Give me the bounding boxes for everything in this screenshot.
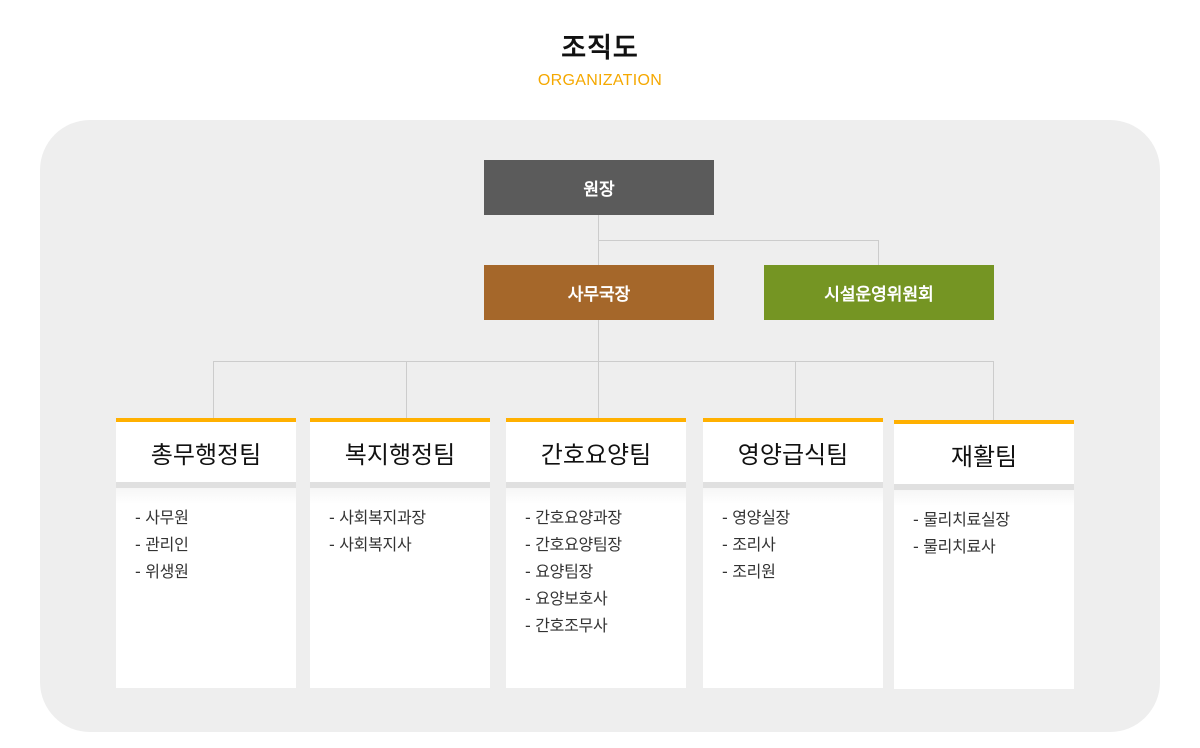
team-card-header: 재활팀	[894, 424, 1074, 490]
team-card-general-affairs: 총무행정팀 - 사무원 - 관리인 - 위생원	[116, 418, 296, 688]
team-member: - 요양팀장	[525, 562, 593, 581]
connector-team-2	[406, 361, 407, 418]
team-member: - 조리사	[722, 535, 776, 554]
team-member: - 사무원	[135, 508, 189, 527]
committee-label: 시설운영위원회	[824, 285, 934, 305]
connector-committee-down	[878, 240, 879, 265]
team-card-header: 복지행정팀	[310, 422, 490, 488]
page-subtitle: ORGANIZATION	[537, 72, 663, 89]
secretary-general-label: 사무국장	[567, 285, 631, 305]
team-member: - 물리치료실장	[913, 510, 1010, 529]
director-label: 원장	[583, 180, 615, 200]
connector-team-1	[213, 361, 214, 418]
team-member-list: - 사무원 - 관리인 - 위생원	[135, 504, 296, 585]
team-member-list: - 사회복지과장 - 사회복지사	[329, 504, 490, 558]
team-member: - 간호조무사	[525, 616, 608, 635]
director-box: 원장	[484, 160, 714, 215]
team-member: - 사회복지과장	[329, 508, 426, 527]
team-card-rehabilitation: 재활팀 - 물리치료실장 - 물리치료사	[894, 420, 1074, 689]
team-card-nursing-care: 간호요양팀 - 간호요양과장 - 간호요양팀장 - 요양팀장 - 요양보호사 -…	[506, 418, 686, 688]
team-card-body: - 사무원 - 관리인 - 위생원	[116, 488, 296, 688]
team-member-list: - 물리치료실장 - 물리치료사	[913, 506, 1074, 560]
team-card-body: - 간호요양과장 - 간호요양팀장 - 요양팀장 - 요양보호사 - 간호조무사	[506, 488, 686, 688]
secretary-general-box: 사무국장	[484, 265, 714, 320]
team-member: - 간호요양과장	[525, 508, 622, 527]
team-card-header: 총무행정팀	[116, 422, 296, 488]
team-member: - 요양보호사	[525, 589, 608, 608]
team-member: - 사회복지사	[329, 535, 412, 554]
team-member: - 관리인	[135, 535, 189, 554]
team-member-list: - 영양실장 - 조리사 - 조리원	[722, 504, 883, 585]
team-card-body: - 물리치료실장 - 물리치료사	[894, 490, 1074, 689]
team-card-header: 간호요양팀	[506, 422, 686, 488]
connector-team-4	[795, 361, 796, 418]
team-card-body: - 영양실장 - 조리사 - 조리원	[703, 488, 883, 688]
team-member: - 조리원	[722, 562, 776, 581]
team-member: - 영양실장	[722, 508, 790, 527]
connector-team-5	[993, 361, 994, 420]
connector-teams-h	[213, 361, 994, 362]
committee-box: 시설운영위원회	[764, 265, 994, 320]
team-member: - 간호요양팀장	[525, 535, 622, 554]
team-member: - 위생원	[135, 562, 189, 581]
connector-director-committee-h	[598, 240, 879, 241]
team-card-header: 영양급식팀	[703, 422, 883, 488]
team-card-body: - 사회복지과장 - 사회복지사	[310, 488, 490, 688]
team-member-list: - 간호요양과장 - 간호요양팀장 - 요양팀장 - 요양보호사 - 간호조무사	[525, 504, 686, 639]
team-member: - 물리치료사	[913, 537, 996, 556]
connector-team-3	[598, 361, 599, 418]
team-card-nutrition-meals: 영양급식팀 - 영양실장 - 조리사 - 조리원	[703, 418, 883, 688]
page-title: 조직도	[561, 33, 639, 64]
team-card-welfare-admin: 복지행정팀 - 사회복지과장 - 사회복지사	[310, 418, 490, 688]
connector-secretary-down	[598, 320, 599, 362]
